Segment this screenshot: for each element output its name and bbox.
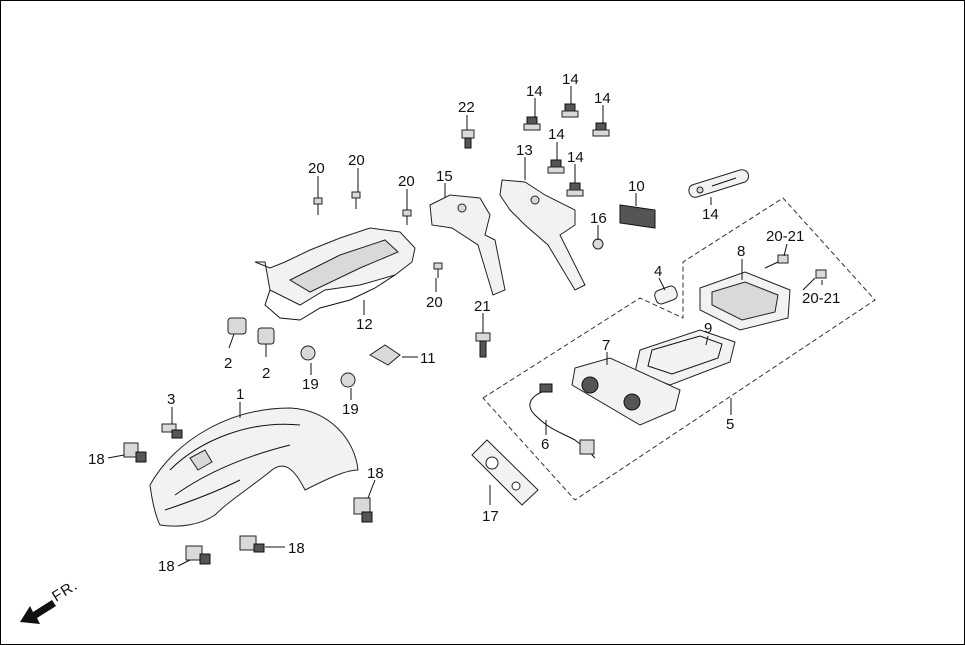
screw-2021-icon-a xyxy=(764,254,789,269)
callout-17: 17 xyxy=(482,508,499,525)
callout-20-21b: 20-21 xyxy=(802,290,840,307)
bolt-21-icon xyxy=(475,332,491,358)
callout-14f: 14 xyxy=(702,206,719,223)
leader-lines xyxy=(107,86,823,567)
bolt-14-icon-c xyxy=(592,122,610,137)
callout-20-21a: 20-21 xyxy=(766,228,804,245)
bolt-18-icon-b xyxy=(353,497,373,523)
screw-20-icon-c xyxy=(402,209,412,225)
bracket-13-part xyxy=(499,179,586,291)
nut-19-icon-a xyxy=(300,345,316,361)
callout-14c: 14 xyxy=(594,90,611,107)
screw-20-icon-b xyxy=(351,191,361,209)
bolt-14-icon-d xyxy=(547,159,565,174)
callout-16: 16 xyxy=(590,210,607,227)
bolt-22-icon xyxy=(461,129,475,149)
undertray-part xyxy=(254,227,416,321)
wire-harness-6-part xyxy=(529,383,596,459)
callout-2a: 2 xyxy=(224,355,232,372)
callout-6: 6 xyxy=(541,436,549,453)
callout-18a: 18 xyxy=(88,451,105,468)
callout-9: 9 xyxy=(704,320,712,337)
callout-13: 13 xyxy=(516,142,533,159)
callout-10: 10 xyxy=(628,178,645,195)
callout-5: 5 xyxy=(726,416,734,433)
plate-gasket-17-part xyxy=(471,439,539,506)
direction-label: FR. xyxy=(49,577,81,606)
callout-12: 12 xyxy=(356,316,373,333)
lens-housing-8-part xyxy=(699,271,791,331)
callout-21: 21 xyxy=(474,298,491,315)
screw-20-icon-d xyxy=(433,262,443,278)
bolt-14-icon-a xyxy=(523,116,541,131)
front-direction-arrow-icon xyxy=(20,600,56,624)
callout-8: 8 xyxy=(737,243,745,260)
bolt-18-icon-a xyxy=(123,442,147,463)
callout-18d: 18 xyxy=(158,558,175,575)
strap-14-part xyxy=(688,169,750,198)
callout-22: 22 xyxy=(458,99,475,116)
reflector-10-part xyxy=(619,204,656,229)
callout-18b: 18 xyxy=(367,465,384,482)
callout-11: 11 xyxy=(420,350,436,367)
callout-14a: 14 xyxy=(526,83,543,100)
bushing-2-icon-b xyxy=(257,327,275,345)
bracket-15-part xyxy=(429,194,506,296)
bulb-4-part xyxy=(654,285,678,305)
callout-20b: 20 xyxy=(348,152,365,169)
callout-3: 3 xyxy=(167,391,175,408)
bolt-14-icon-e xyxy=(566,182,584,197)
callout-14d: 14 xyxy=(548,126,565,143)
callout-20d: 20 xyxy=(426,294,443,311)
callout-15: 15 xyxy=(436,168,453,185)
screw-20-icon-a xyxy=(313,197,323,215)
callout-14b: 14 xyxy=(562,71,579,88)
callout-2b: 2 xyxy=(262,365,270,382)
screw-2021-icon-b xyxy=(802,269,827,291)
callout-14e: 14 xyxy=(567,149,584,166)
callout-19b: 19 xyxy=(342,401,359,418)
cap-16-part xyxy=(592,238,604,250)
taillight-assembly-boundary xyxy=(482,197,876,501)
callout-18c: 18 xyxy=(288,540,305,557)
callout-1: 1 xyxy=(236,386,244,403)
callout-7: 7 xyxy=(602,337,610,354)
nut-plate-11-part xyxy=(369,344,401,366)
callout-19a: 19 xyxy=(302,376,319,393)
bolt-14-icon-b xyxy=(561,103,579,118)
callout-20c: 20 xyxy=(398,173,415,190)
callout-20a: 20 xyxy=(308,160,325,177)
nut-19-icon-b xyxy=(340,372,356,388)
bolt-18-icon-d xyxy=(185,545,211,565)
bolt-18-icon-c xyxy=(239,535,265,553)
socket-base-7-part xyxy=(571,357,681,426)
callout-4: 4 xyxy=(654,263,662,280)
bolt-3-icon xyxy=(161,423,183,439)
rear-fender-part xyxy=(149,407,359,527)
bushing-2-icon-a xyxy=(227,317,247,335)
